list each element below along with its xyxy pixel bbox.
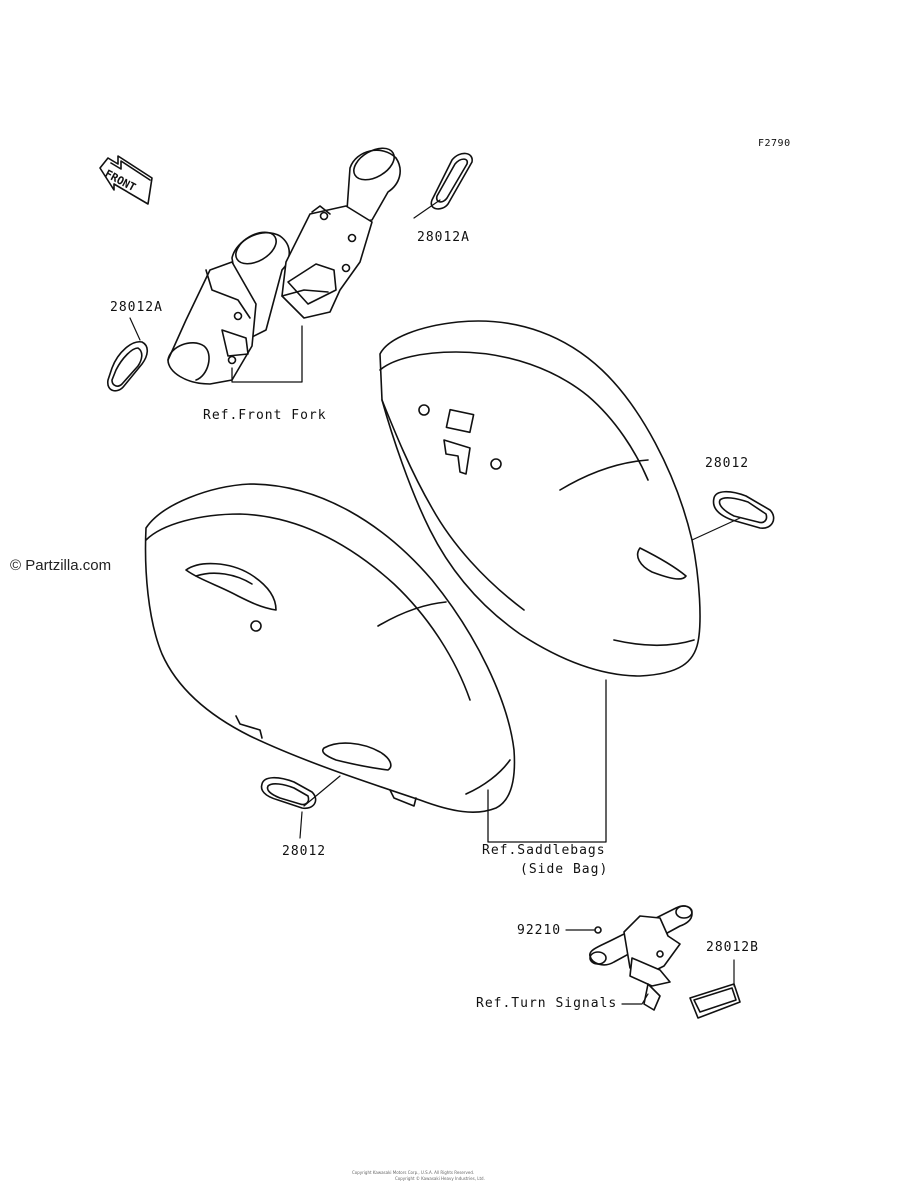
reflector-28012-right bbox=[691, 490, 775, 541]
callout-ref-turn-signals: Ref.Turn Signals bbox=[476, 996, 618, 1011]
callout-28012-lower: 28012 bbox=[282, 844, 327, 859]
saddlebags-bracket-line bbox=[487, 679, 607, 843]
callout-92210: 92210 bbox=[517, 923, 562, 938]
callout-28012B: 28012B bbox=[706, 940, 759, 955]
saddlebag-left bbox=[144, 483, 516, 813]
callout-ref-front-fork: Ref.Front Fork bbox=[203, 408, 327, 423]
figure-code: F2790 bbox=[758, 138, 791, 149]
footer-copyright-2: Copyright © Kawasaki Heavy Industries, L… bbox=[395, 1176, 485, 1181]
callout-28012A-upper: 28012A bbox=[417, 230, 470, 245]
reflector-28012-lower bbox=[260, 775, 341, 839]
callout-28012A-left: 28012A bbox=[110, 300, 163, 315]
callout-28012-right: 28012 bbox=[705, 456, 750, 471]
reflector-28012A-upper bbox=[413, 152, 473, 219]
saddlebag-right bbox=[379, 320, 701, 677]
front-fork-illustration bbox=[167, 147, 401, 385]
footer-copyright-1: Copyright Kawasaki Motors Corp., U.S.A. … bbox=[352, 1170, 475, 1175]
front-arrow-icon: FRONT bbox=[99, 155, 153, 205]
turn-signal-assembly bbox=[565, 905, 741, 1019]
watermark: © Partzilla.com bbox=[10, 557, 112, 574]
callout-ref-saddlebags: Ref.Saddlebags bbox=[482, 843, 606, 858]
callout-side-bag: (Side Bag) bbox=[520, 862, 609, 877]
reflector-28012A-left bbox=[107, 317, 149, 392]
